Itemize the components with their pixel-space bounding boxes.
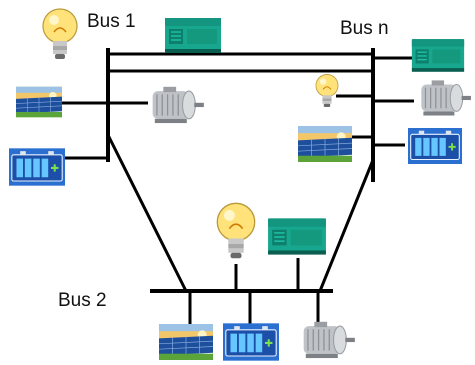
battery-storage-icon <box>223 322 279 362</box>
solar-panel-icon <box>16 86 62 118</box>
light-bulb-icon <box>42 8 78 60</box>
diesel-generator-icon <box>267 217 327 256</box>
diesel-generator-icon <box>411 38 465 73</box>
light-bulb-icon <box>216 202 256 260</box>
battery-storage-icon <box>9 147 65 187</box>
electric-motor-icon <box>302 321 356 359</box>
line-busn-bus2 <box>318 159 375 292</box>
electric-motor-icon <box>152 86 205 124</box>
busn-label: Bus n <box>340 18 389 39</box>
electric-motor-icon <box>420 79 472 117</box>
line-bus1-bus2 <box>106 134 188 292</box>
battery-storage-icon <box>406 128 464 164</box>
feeder-lines <box>60 52 414 325</box>
solar-panel-icon <box>298 125 352 163</box>
bus1-label: Bus 1 <box>87 11 136 32</box>
light-bulb-icon <box>315 73 339 108</box>
diesel-generator-icon <box>164 17 222 54</box>
solar-panel-icon <box>159 323 213 361</box>
bus2-label: Bus 2 <box>58 290 107 311</box>
